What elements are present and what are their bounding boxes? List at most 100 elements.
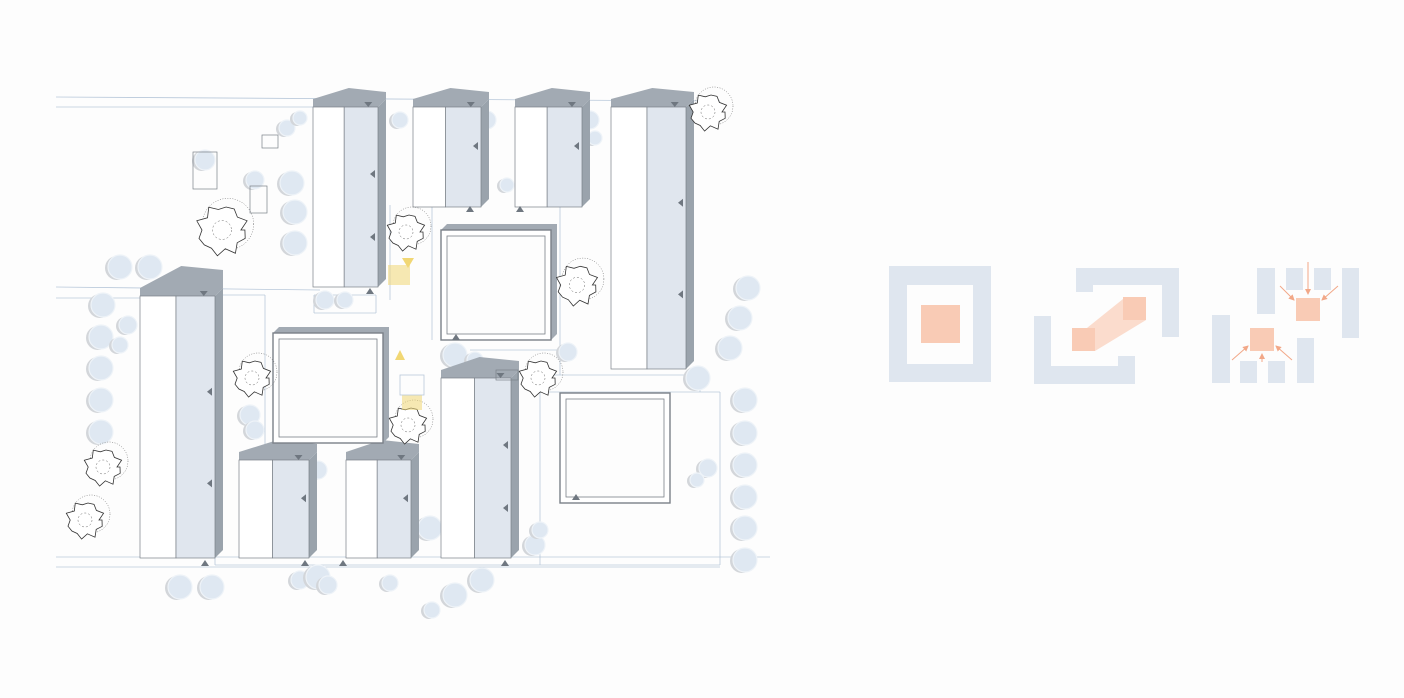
round-tree [469, 567, 495, 593]
sketched-tree [688, 86, 734, 132]
sketched-tree [388, 399, 434, 445]
round-tree [717, 335, 743, 361]
tree-hatch [524, 352, 564, 392]
round-tree [689, 472, 705, 488]
tree-canopy [386, 214, 426, 252]
bar-block [1297, 338, 1314, 383]
round-tree [732, 387, 758, 413]
sketched-tree [386, 206, 432, 252]
building-wall-light [412, 106, 446, 208]
round-tree [531, 521, 549, 539]
tree-hatch [71, 494, 111, 534]
building-roof [413, 88, 489, 107]
entry-marker [339, 560, 347, 566]
bar-block [1240, 361, 1257, 383]
tree-hatch [238, 352, 278, 392]
entry-marker [678, 198, 683, 207]
entry-marker [574, 142, 579, 150]
entry-marker [397, 455, 406, 460]
building-side [511, 370, 519, 558]
round-tree [90, 292, 116, 318]
tree-canopy [65, 502, 105, 540]
core-upper [1123, 297, 1146, 320]
round-tree [442, 582, 468, 608]
round-tree [194, 149, 216, 171]
round-tree [111, 336, 129, 354]
round-tree [318, 575, 338, 595]
tree-inner [77, 512, 93, 528]
entry-marker [572, 494, 580, 500]
entry-marker [199, 291, 208, 296]
entry-marker [516, 206, 524, 212]
round-tree [558, 342, 578, 362]
round-tree [391, 111, 409, 129]
diagram-distributed-bars [1212, 262, 1359, 383]
building-wall-light [440, 377, 475, 559]
round-tree [199, 574, 225, 600]
building-roof [611, 88, 694, 107]
round-tree [732, 484, 758, 510]
round-tree [499, 177, 515, 193]
building-roof [441, 357, 519, 378]
round-tree [167, 574, 193, 600]
site-element [192, 151, 218, 190]
round-tree [245, 420, 265, 440]
building-side [582, 99, 590, 207]
entry-marker [503, 504, 508, 512]
building-roof [140, 266, 223, 296]
tree-inner [244, 370, 260, 386]
sketched-trees [65, 86, 734, 540]
tree-hatch [89, 441, 129, 481]
sketched-tree [232, 352, 278, 398]
bar-block [1212, 315, 1230, 383]
diagram-interlocking-courtyards [1034, 268, 1179, 384]
round-tree [279, 170, 305, 196]
round-tree [423, 601, 441, 619]
bar-block [1342, 268, 1359, 338]
tree-inner [398, 224, 414, 240]
entry-marker [503, 441, 508, 449]
courtyard-inner [446, 235, 546, 335]
round-trees [86, 110, 761, 619]
building-wall-light [345, 459, 378, 559]
round-tree [732, 515, 758, 541]
sketched-tree [555, 257, 605, 307]
connection-band [1072, 297, 1146, 351]
entry-marker [678, 290, 683, 299]
bar-building [440, 357, 519, 559]
tree-inner [569, 277, 585, 293]
round-tree [732, 420, 758, 446]
round-tree [88, 387, 114, 413]
tree-inner [530, 370, 546, 386]
bar-block [1268, 361, 1285, 383]
site-element [261, 134, 279, 149]
tree-canopy [688, 94, 728, 132]
core-upper [1296, 298, 1320, 321]
site-plan [55, 86, 770, 619]
building-wall-shade [175, 295, 216, 559]
round-tree [315, 290, 335, 310]
bar-building [345, 440, 419, 559]
round-tree [88, 324, 114, 350]
square-ring-icon [889, 266, 991, 382]
tree-canopy [83, 449, 123, 487]
highlight-triangle [395, 350, 405, 360]
entry-marker [466, 206, 474, 212]
building-wall-shade [343, 106, 379, 288]
converging-arrows-icon [1275, 345, 1293, 361]
round-tree [735, 275, 761, 301]
bar-building [139, 266, 223, 559]
interlock-icon [1076, 268, 1179, 337]
entry-marker [496, 373, 505, 378]
building-roof [515, 88, 590, 107]
courtyard-inner [278, 338, 378, 438]
sketched-tree [65, 494, 111, 540]
path-line [55, 96, 721, 102]
courtyard-core [921, 305, 960, 343]
entry-marker [201, 560, 209, 566]
round-tree [137, 254, 163, 280]
courtyard-inner [565, 398, 665, 498]
round-tree [88, 355, 114, 381]
entry-marker [301, 560, 309, 566]
round-tree [292, 110, 308, 126]
